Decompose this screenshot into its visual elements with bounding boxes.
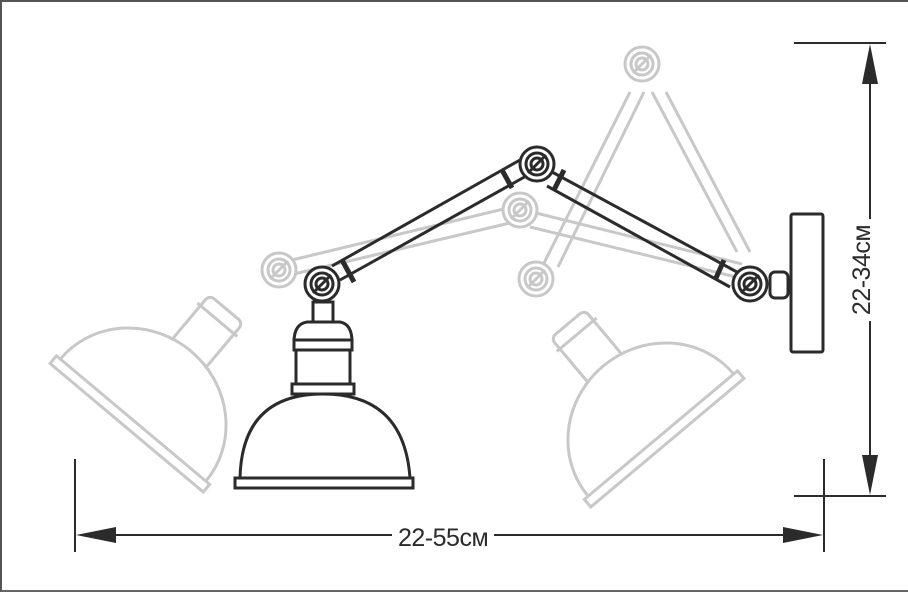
dimension-arrows xyxy=(76,44,878,543)
height-dimension-label: 22-34см xyxy=(848,218,876,322)
width-dimension-label: 22-55см xyxy=(392,524,495,552)
active-lamp xyxy=(233,145,825,490)
wall-plate xyxy=(789,212,825,354)
ghost-lamps xyxy=(47,45,752,510)
